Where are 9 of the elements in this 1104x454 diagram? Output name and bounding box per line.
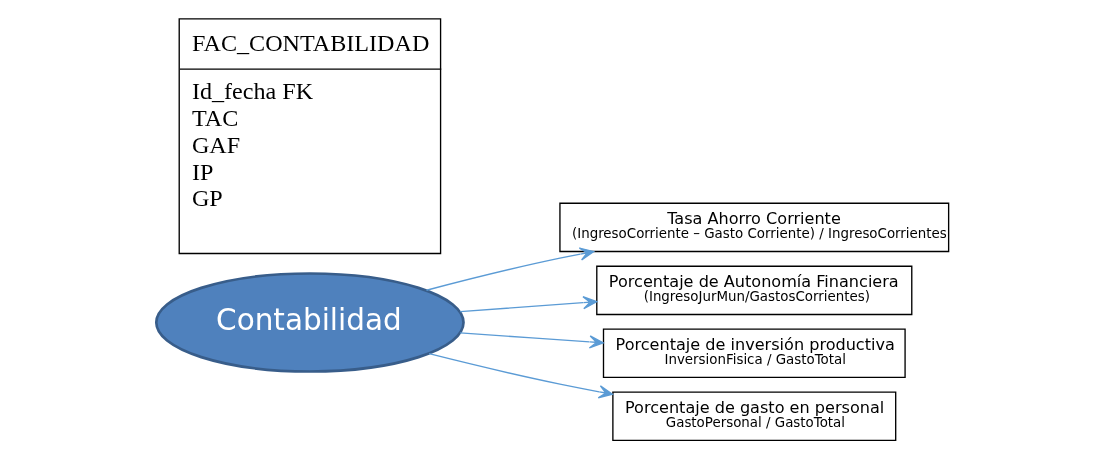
node-box: Porcentaje de gasto en personal GastoPersonal / GastoTotal: [611, 391, 896, 442]
arrow: [459, 296, 597, 313]
arrow: [427, 353, 613, 399]
node-ellipse: Contabilidad: [154, 272, 465, 373]
arrow: [459, 332, 604, 349]
node-box: Porcentaje de inversión productiva InversionFisica / GastoTotal: [602, 328, 906, 379]
arrow: [425, 247, 594, 291]
node-box: Tasa Ahorro Corriente (IngresoCorriente – Gasto Corriente) / IngresoCorrientes: [558, 202, 949, 253]
node-box: Porcentaje de Autonomía Financiera (IngresoJurMun/GastosCorrientes): [595, 265, 912, 316]
